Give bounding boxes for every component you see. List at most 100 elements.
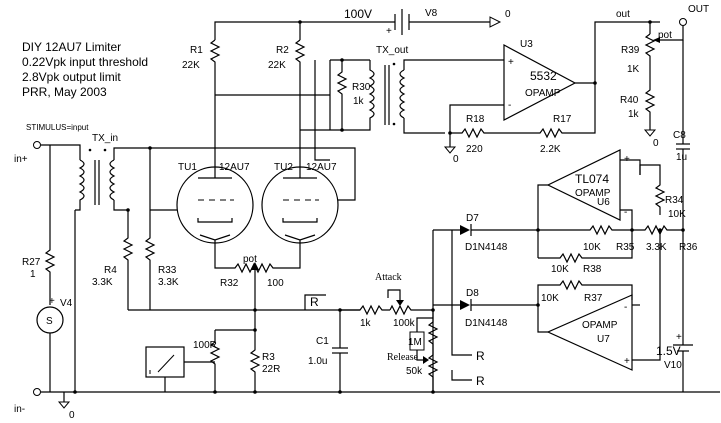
in-minus-terminal-icon[interactable] (33, 388, 41, 396)
svg-text:R36: R36 (679, 242, 698, 253)
out-terminal-icon[interactable] (679, 18, 687, 26)
svg-text:D1N4148: D1N4148 (465, 242, 508, 253)
input-terminals: in+ in- (14, 141, 41, 415)
svg-text:out: out (616, 9, 630, 20)
svg-text:100k: 100k (393, 318, 416, 329)
svg-text:S: S (46, 316, 53, 327)
svg-text:TU2: TU2 (274, 162, 293, 173)
svg-text:D7: D7 (466, 213, 479, 224)
svg-text:Release: Release (387, 352, 419, 363)
resistor-r30: R30 1k (336, 60, 371, 130)
svg-text:R37: R37 (584, 293, 603, 304)
pot-attack[interactable]: Attack 100k (375, 272, 433, 329)
svg-text:0: 0 (653, 138, 659, 149)
output-net: out OUT (594, 4, 709, 83)
resistor-r17: R17 2.2K (500, 114, 572, 155)
svg-text:0: 0 (69, 410, 75, 421)
svg-text:10K: 10K (551, 264, 569, 275)
svg-text:220: 220 (466, 144, 483, 155)
supply-v10: + 1.5V V10 (656, 332, 693, 392)
net-label-r-mid: R (451, 230, 485, 363)
resistor-attack-1k: 1k (340, 304, 390, 329)
svg-text:TL074: TL074 (575, 172, 609, 186)
svg-text:100R: 100R (193, 340, 217, 351)
tube-tu1: TU1 12AU7 (176, 140, 254, 244)
note-threshold: 0.22Vpk input threshold (22, 55, 148, 69)
resistor-r34: R34 10K (639, 164, 686, 220)
capacitor-c8: C8 1u (673, 40, 690, 340)
svg-text:OPAMP: OPAMP (525, 88, 561, 99)
svg-text:2.2K: 2.2K (540, 144, 561, 155)
supply-ground-flag-icon (489, 16, 502, 28)
svg-text:U3: U3 (520, 39, 533, 50)
svg-text:1k: 1k (360, 318, 372, 329)
svg-text:R18: R18 (466, 114, 485, 125)
svg-text:D1N4148: D1N4148 (465, 318, 508, 329)
svg-text:C8: C8 (673, 130, 686, 141)
net-label-r-top: R (304, 294, 326, 310)
svg-text:1: 1 (30, 269, 36, 280)
svg-text:R: R (476, 349, 485, 363)
svg-text:TU1: TU1 (178, 162, 197, 173)
in-plus-terminal-icon[interactable] (33, 141, 41, 149)
resistor-r37: 10K R37 (537, 279, 633, 305)
note-output-limit: 2.8Vpk output limit (22, 70, 121, 84)
svg-text:R33: R33 (158, 265, 177, 276)
svg-text:50k: 50k (406, 366, 423, 377)
pot-r32[interactable]: pot 100 R32 (214, 240, 301, 289)
svg-text:10K: 10K (541, 293, 559, 304)
svg-text:D8: D8 (466, 288, 479, 299)
svg-text:12AU7: 12AU7 (306, 162, 337, 173)
resistor-r33: R33 3.3K (144, 148, 179, 310)
svg-text:10K: 10K (583, 242, 601, 253)
svg-text:1M: 1M (408, 337, 422, 348)
note-title: DIY 12AU7 Limiter (22, 40, 121, 54)
svg-text:10K: 10K (668, 209, 686, 220)
supply-voltage-label: 100V (344, 7, 372, 21)
pot-r39[interactable]: R39 1K pot (621, 26, 684, 80)
resistor-r36: 3.3K R36 (632, 224, 698, 253)
svg-text:3.3K: 3.3K (158, 277, 179, 288)
svg-text:R38: R38 (583, 264, 602, 275)
svg-text:in-: in- (14, 404, 25, 415)
diode-d8: D8 D1N4148 (433, 288, 538, 329)
svg-text:R40: R40 (620, 95, 639, 106)
svg-text:R3: R3 (262, 352, 275, 363)
net-label-r-low: R (451, 370, 485, 388)
svg-text:R30: R30 (352, 82, 371, 93)
resistor-r18: R18 220 (450, 114, 500, 155)
svg-text:0: 0 (453, 154, 459, 165)
svg-text:R: R (310, 295, 319, 309)
svg-text:R2: R2 (276, 45, 289, 56)
resistor-r40: R40 1k 0 (620, 80, 659, 149)
svg-text:pot: pot (658, 30, 672, 41)
svg-text:1.0u: 1.0u (308, 356, 327, 367)
note-author: PRR, May 2003 (22, 85, 107, 99)
capacitor-c1: C1 1.0u (308, 310, 348, 392)
release-network[interactable]: 1M Release 50k (387, 310, 439, 392)
svg-text:1k: 1k (353, 96, 365, 107)
svg-text:+: + (624, 356, 630, 367)
svg-text:C1: C1 (316, 336, 329, 347)
svg-text:1K: 1K (627, 64, 640, 75)
svg-text:R35: R35 (616, 242, 635, 253)
diode-d7: D7 D1N4148 (433, 213, 538, 253)
resistor-r35: 10K R35 (538, 224, 635, 253)
svg-text:R: R (476, 374, 485, 388)
stimulus-label: STIMULUS=input (26, 123, 89, 132)
svg-text:R4: R4 (104, 265, 117, 276)
svg-text:OPAMP: OPAMP (582, 320, 618, 331)
svg-text:3.3K: 3.3K (92, 277, 113, 288)
svg-text:OPAMP: OPAMP (575, 188, 611, 199)
svg-text:1u: 1u (676, 152, 687, 163)
source-v4: S + V4 (36, 296, 73, 392)
svg-text:-: - (624, 207, 627, 218)
ground-main: 0 (57, 392, 75, 421)
svg-text:in+: in+ (14, 154, 28, 165)
resistor-r4: R4 3.3K (92, 210, 134, 310)
transformer-tx-out: TX_out (330, 45, 504, 134)
junctions (73, 20, 685, 394)
supply-name-label: V8 (425, 8, 438, 19)
svg-text:22K: 22K (268, 60, 286, 71)
